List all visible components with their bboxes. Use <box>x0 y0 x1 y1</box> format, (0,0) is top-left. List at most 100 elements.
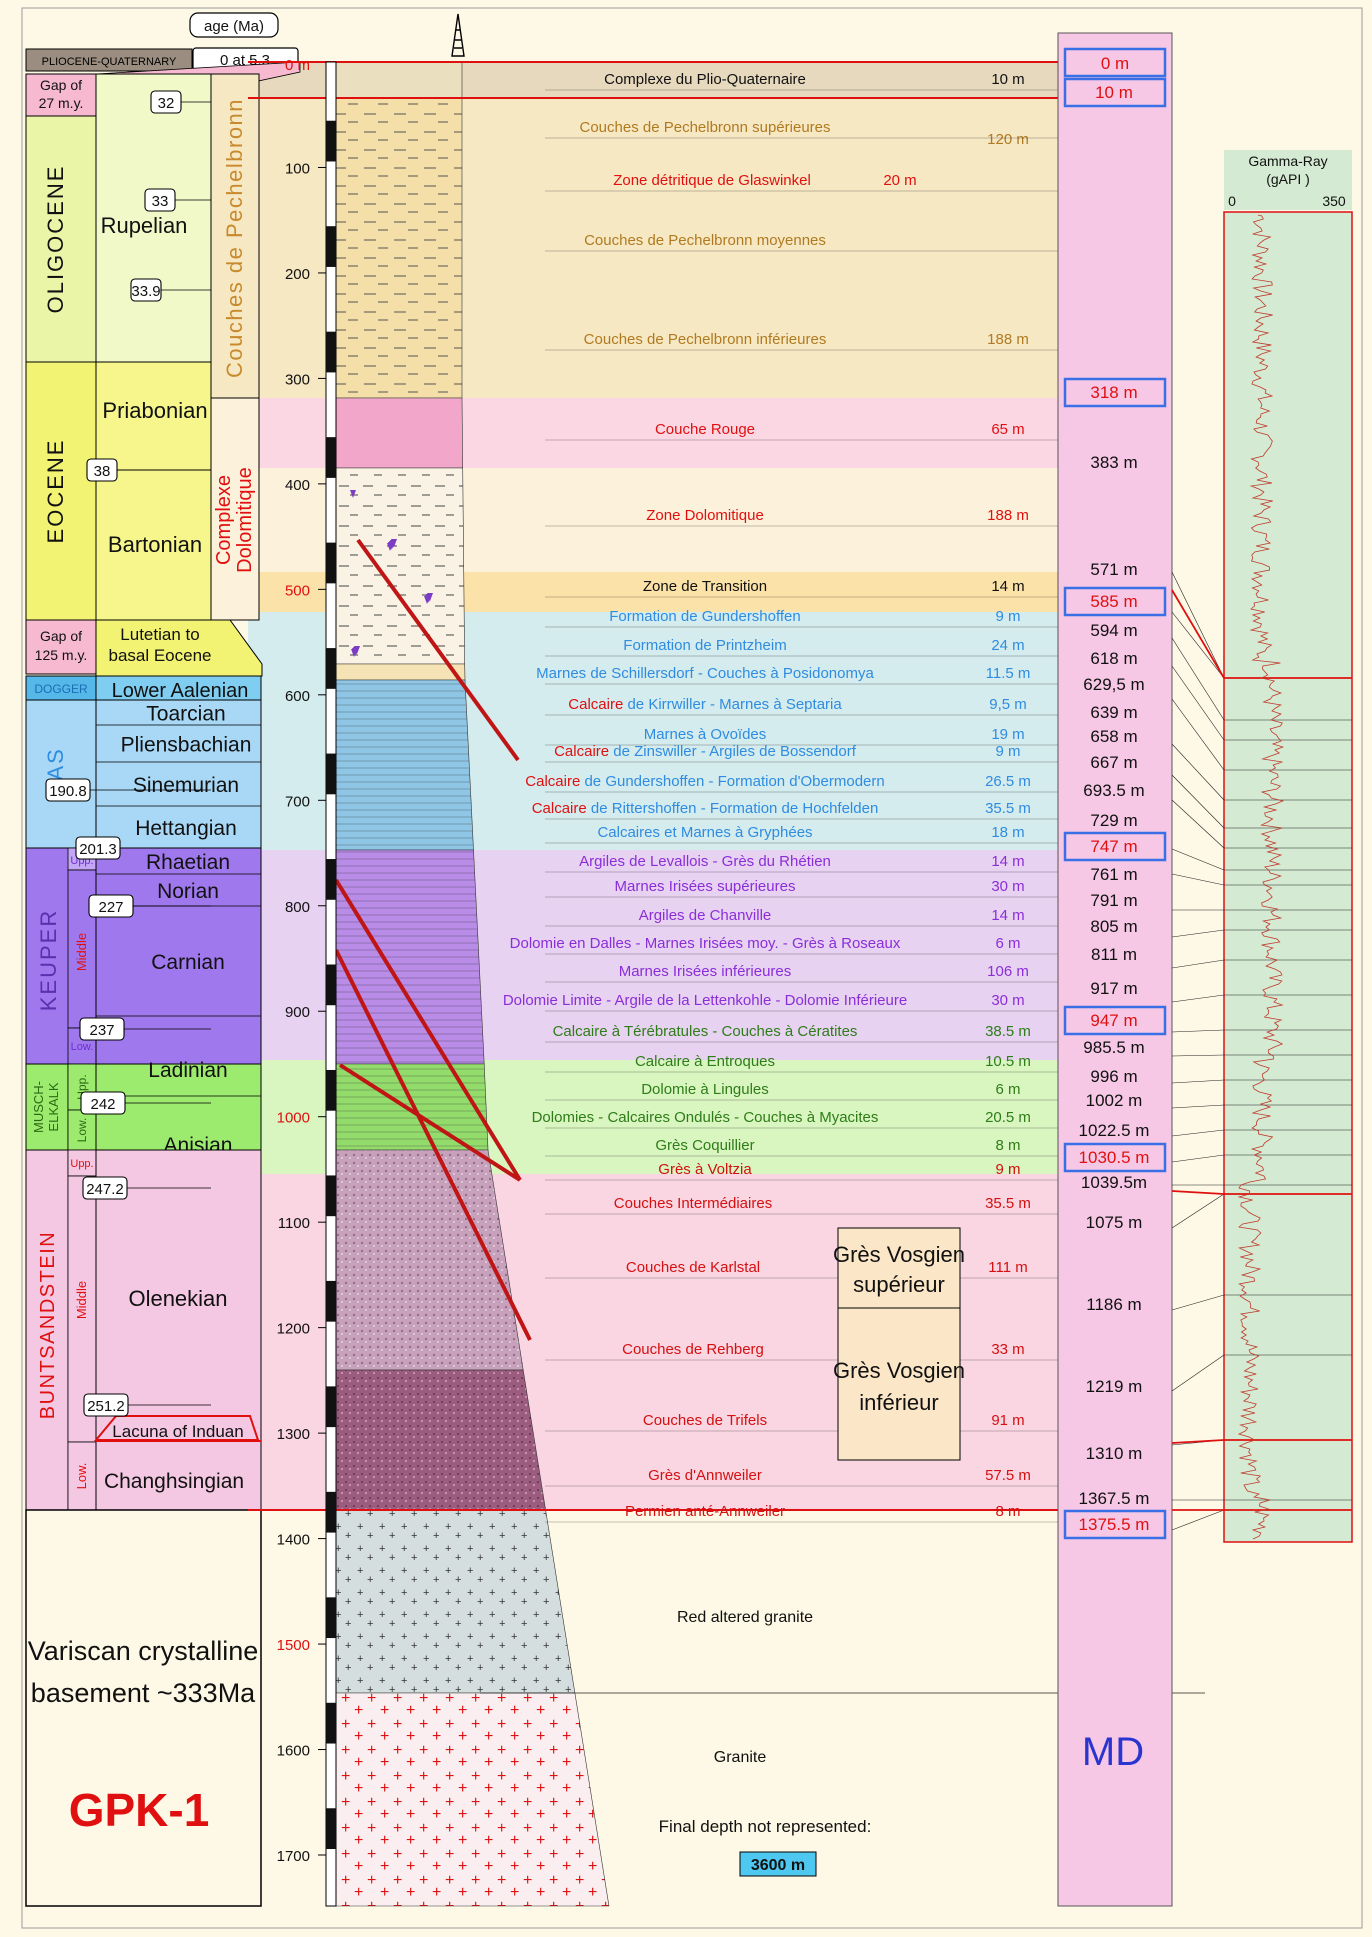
md-value-8: 594 m <box>1090 621 1137 640</box>
bartonian-label: Bartonian <box>108 532 202 557</box>
formation-label-23: Calcaire à Térébratules - Couches à Céra… <box>553 1023 858 1040</box>
ruler-seg <box>326 964 336 1006</box>
age-value-3: 38 <box>94 463 111 480</box>
formation-label-15: Calcaire de Rittershoffen - Formation de… <box>532 800 879 817</box>
gamma-tie-4 <box>1171 665 1225 741</box>
md-box-4 <box>1063 377 1167 408</box>
keuper-label: KEUPER <box>36 909 61 1011</box>
depth-label-7: 800 <box>285 899 310 916</box>
depth-label-16: 1700 <box>277 1848 310 1865</box>
gres-vosgien-inf1: Grès Vosgien <box>833 1358 965 1383</box>
ruler-seg <box>326 1175 336 1217</box>
granite-label: Granite <box>714 1749 767 1766</box>
gres-vosgien-sup1: Grès Vosgien <box>833 1242 965 1267</box>
age-value-0: 32 <box>158 95 175 112</box>
basement-box <box>25 1509 262 1907</box>
ruler-seg <box>326 226 336 267</box>
complexe-label1: Complexe <box>213 475 235 565</box>
md-value-10: 629,5 m <box>1083 675 1144 694</box>
age-header-box <box>189 12 279 38</box>
md-value-33: 1367.5 m <box>1079 1489 1150 1508</box>
formation-label-24: Calcaire à Entroques <box>635 1053 775 1070</box>
thickness-32: 91 m <box>991 1412 1024 1429</box>
md-value-18: 791 m <box>1090 891 1137 910</box>
md-value-24: 996 m <box>1090 1067 1137 1086</box>
gamma-tie-14 <box>1171 994 1225 1003</box>
litho-unit-4 <box>335 663 466 681</box>
age-value-1: 33 <box>152 193 169 210</box>
gap-27-line2: 27 m.y. <box>39 95 84 111</box>
formation-label-26: Dolomies - Calcaires Ondulés - Couches à… <box>532 1109 879 1126</box>
thickness-28: 9 m <box>995 1161 1020 1178</box>
ruler-seg <box>326 331 336 373</box>
oligocene-label: OLIGOCENE <box>43 165 68 314</box>
thickness-9: 24 m <box>991 637 1024 654</box>
formation-label-21: Marnes Irisées inférieures <box>619 963 792 980</box>
well-name: GPK-1 <box>69 1784 210 1836</box>
md-value-13: 667 m <box>1090 753 1137 772</box>
litho-unit-1 <box>335 97 463 399</box>
priabonian-label: Priabonian <box>102 398 207 423</box>
gamma-tie-9 <box>1171 848 1225 871</box>
litho-unit-10 <box>335 1509 576 1694</box>
formation-label-32: Couches de Trifels <box>643 1412 767 1429</box>
md-value-17: 761 m <box>1090 865 1137 884</box>
calcaire-prefix: Calcaire <box>532 800 587 817</box>
bunt-upp: Upp. <box>70 1158 93 1170</box>
litho-unit-9 <box>335 1369 546 1511</box>
thickness-30: 111 m <box>988 1259 1027 1276</box>
buntsandstein-label: BUNTSANDSTEIN <box>37 1231 59 1419</box>
gamma-tie-10 <box>1171 873 1225 886</box>
age-value-9: 247.2 <box>86 1181 124 1198</box>
gamma-red-tie-1 <box>1171 1190 1225 1195</box>
md-box-22 <box>1063 1005 1167 1036</box>
ruler-seg <box>326 1069 336 1111</box>
anhydrite-mark <box>391 539 397 547</box>
bunt-upp-cell <box>67 1149 97 1177</box>
md-value-34: 1375.5 m <box>1079 1515 1150 1534</box>
gamma-red-tie-2 <box>1171 1439 1225 1444</box>
gamma-red-tie-0 <box>1171 589 1225 679</box>
md-value-20: 811 m <box>1091 945 1137 964</box>
anhydrite-mark <box>354 646 360 654</box>
lutetian-line2: basal Eocene <box>108 646 211 665</box>
olenekian-label: Olenekian <box>128 1286 227 1311</box>
gap-125-line1: Gap of <box>40 628 82 644</box>
aalenian-block <box>95 675 262 701</box>
formation-label-0: Complexe du Plio-Quaternaire <box>604 71 806 88</box>
calcaire-prefix: Calcaire <box>525 773 580 790</box>
md-value-6: 571 m <box>1090 560 1137 579</box>
gamma-tie-24 <box>1171 1354 1225 1392</box>
bunt-low-cell <box>67 1441 97 1511</box>
formation-label-12: Marnes à Ovoïdes <box>644 726 767 743</box>
gamma-tie-20 <box>1171 1154 1225 1163</box>
oligocene-block <box>25 115 97 363</box>
md-value-12: 658 m <box>1090 727 1137 746</box>
thickness-24: 10.5 m <box>985 1053 1031 1070</box>
thickness-11: 9,5 m <box>989 696 1027 713</box>
depth-label-5: 600 <box>285 688 310 705</box>
formation-label-4: Couches de Pechelbronn inférieures <box>584 331 827 348</box>
norian-label: Norian <box>157 880 219 903</box>
thickness-5: 65 m <box>991 421 1024 438</box>
md-value-5: 383 m <box>1090 453 1137 472</box>
md-value-32: 1310 m <box>1086 1444 1143 1463</box>
thickness-34: 8 m <box>995 1503 1020 1520</box>
gamma-tie-8 <box>1171 799 1225 849</box>
gamma-tie-6 <box>1171 743 1225 801</box>
calcaire-prefix: Calcaire <box>554 743 609 760</box>
formation-label-20: Dolomie en Dalles - Marnes Irisées moy. … <box>510 935 901 952</box>
litho-unit-5 <box>335 679 474 851</box>
md-value-0: 10 m <box>1095 83 1133 102</box>
md-box-16 <box>1063 831 1167 862</box>
thickness-14: 26.5 m <box>985 773 1031 790</box>
anhydrite-mark <box>427 593 433 601</box>
thickness-25: 6 m <box>995 1081 1020 1098</box>
thickness-31: 33 m <box>991 1341 1024 1358</box>
rupelian-label: Rupelian <box>101 213 188 238</box>
ruler-seg <box>326 1491 336 1533</box>
gamma-tie-3 <box>1171 637 1225 721</box>
basement-line1: Variscan crystalline <box>28 1636 259 1666</box>
thickness-12: 19 m <box>991 726 1024 743</box>
formation-label-7: Zone de Transition <box>643 578 767 595</box>
